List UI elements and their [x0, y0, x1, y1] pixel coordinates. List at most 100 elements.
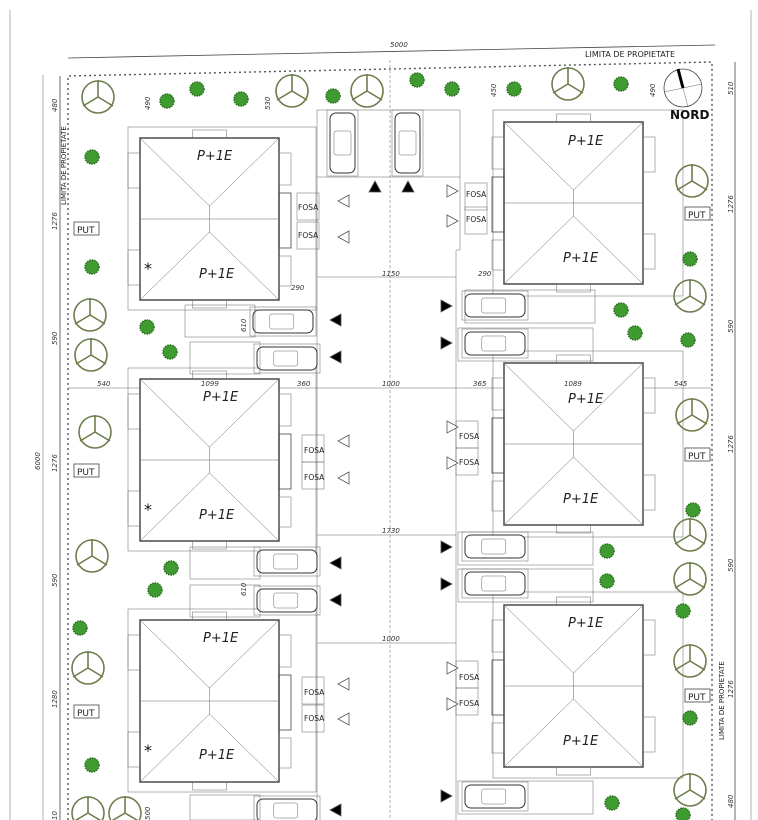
shrub-icon	[680, 332, 696, 348]
total-width-label: 5000	[390, 41, 408, 49]
house-label: P+1E	[197, 149, 233, 164]
balcony	[127, 634, 141, 671]
shrub-icon	[675, 807, 691, 820]
balcony	[192, 611, 227, 621]
put-label: PUT	[77, 226, 95, 236]
fosa-box	[301, 676, 325, 705]
tree-branch	[689, 534, 706, 545]
shrub-icon	[162, 344, 178, 360]
tree-icon	[78, 415, 112, 449]
property-limit-label: LIMITA DE PROPIETATE	[585, 50, 675, 59]
balcony	[127, 490, 141, 527]
entry-arrow-icon	[440, 336, 453, 350]
fosa-label: FOSA	[304, 446, 325, 455]
asterisk-icon: *	[144, 259, 152, 278]
fosa-box	[455, 687, 479, 716]
car-roof	[273, 350, 299, 367]
shrub-icon	[675, 603, 691, 619]
entry-arrow-icon	[329, 593, 342, 607]
balcony	[491, 480, 505, 512]
car-body	[256, 549, 318, 574]
shrub-icon	[189, 81, 205, 97]
car-body	[329, 112, 356, 174]
parking-slot	[189, 584, 261, 618]
dim-label: 1276	[727, 195, 735, 213]
tree-branch	[74, 812, 89, 820]
shrub-icon	[139, 319, 155, 335]
house-label: P+1E	[199, 508, 235, 523]
exit-arrow-icon	[337, 677, 350, 691]
access-road	[68, 60, 712, 820]
entry-arrow-icon	[329, 556, 342, 570]
tree-branch	[366, 90, 383, 101]
shrub-icon	[84, 259, 100, 275]
tree-icon	[350, 74, 384, 108]
car-body	[464, 293, 526, 318]
entry-arrow-icon	[440, 299, 453, 313]
fosa-box	[464, 206, 488, 235]
car-body	[464, 571, 526, 596]
fosa-label: FOSA	[298, 231, 319, 240]
house: *	[127, 370, 292, 550]
fosa-box	[296, 221, 320, 250]
tree-branch	[689, 578, 706, 589]
entry-arrow-icon	[401, 180, 415, 193]
entry-arrow-icon	[329, 313, 342, 327]
tree-branch	[79, 431, 96, 442]
entry-arrow-icon	[329, 350, 342, 364]
tree-branch	[87, 667, 104, 678]
right-dimensions: 510 1276 590 1276 590 1276 480	[727, 81, 735, 808]
left-dimensions: 480 1276 590 1276 590 1280 10	[51, 98, 59, 820]
tree-icon	[73, 298, 107, 332]
exit-arrow-icon	[446, 456, 459, 470]
balcony	[556, 354, 591, 364]
tree-icon	[673, 518, 707, 552]
parking-space	[391, 109, 424, 177]
car-icon	[253, 795, 321, 820]
balcony	[278, 634, 292, 668]
dim-label: 1099	[201, 380, 219, 388]
shrub-icon	[325, 88, 341, 104]
parking-space	[461, 290, 529, 321]
car-roof	[269, 313, 295, 330]
car-body	[464, 534, 526, 559]
shrub-icon	[84, 757, 100, 773]
car-roof	[481, 297, 507, 314]
car-icon	[253, 546, 321, 577]
car-icon	[461, 781, 529, 812]
house: *	[127, 129, 292, 309]
put-box	[684, 447, 711, 462]
tree-branch	[90, 354, 107, 365]
tree-branch	[674, 534, 691, 545]
balcony	[642, 377, 656, 414]
parking-slot	[189, 546, 261, 580]
balcony	[278, 496, 292, 528]
balcony	[192, 370, 227, 380]
balcony	[491, 722, 505, 754]
dim-label: 1276	[51, 454, 59, 472]
tree-icon	[75, 539, 109, 573]
exit-arrow-icon	[337, 712, 350, 726]
shrub-icon	[147, 582, 163, 598]
tree-icon	[675, 164, 709, 198]
tree-branch	[674, 578, 691, 589]
entry-arrow-icon	[440, 540, 453, 554]
inner-dimensions: 490 530 450 490 290 1150 290 610 610 540…	[97, 83, 688, 820]
balcony	[278, 393, 292, 427]
tree-branch	[691, 414, 708, 425]
dim-label: 500	[144, 806, 152, 820]
dim-label: 1276	[51, 212, 59, 230]
car-icon	[253, 585, 321, 616]
lot-outline	[492, 109, 684, 297]
dim-label: 1000	[382, 635, 400, 643]
dim-label: 365	[473, 380, 487, 388]
car-roof	[481, 335, 507, 352]
entry-arrow-icon	[440, 577, 453, 591]
house	[491, 596, 656, 776]
shrub-icon	[506, 81, 522, 97]
dim-label: 490	[649, 83, 657, 97]
house	[491, 354, 656, 534]
tree-icon	[71, 796, 105, 820]
put-label: PUT	[688, 693, 706, 703]
